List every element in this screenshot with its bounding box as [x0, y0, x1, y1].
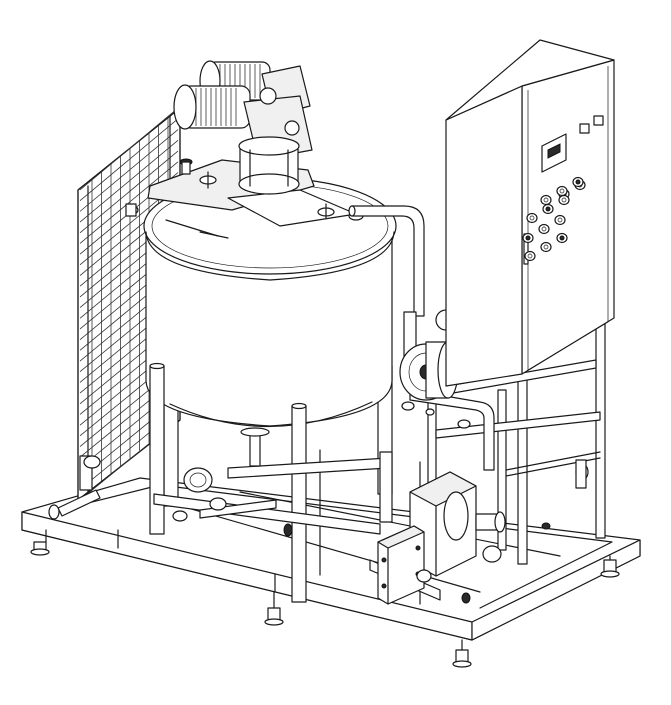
button-cap: [527, 253, 533, 259]
valves: [83, 455, 589, 604]
cabinet-push-button: [558, 194, 570, 206]
lid-fittings: [125, 158, 364, 221]
button-cap: [557, 217, 563, 223]
button-cap: [561, 197, 567, 203]
button-cap: [559, 235, 565, 241]
button-cap: [545, 206, 551, 212]
cabinet-buttons: [522, 176, 586, 262]
skid-frame: [21, 447, 641, 668]
heat-exchanger-tube: [79, 129, 179, 212]
heat-exchanger-tube: [79, 161, 179, 244]
button-cap: [575, 179, 581, 185]
cabinet-push-button: [540, 241, 552, 253]
button-cap: [559, 188, 565, 194]
heat-exchanger-tube: [79, 107, 179, 191]
agitator-motor-gearbox: [173, 60, 313, 195]
button-cap: [543, 197, 549, 203]
heat-exchanger-tube: [79, 150, 179, 234]
lobe-pump: [377, 471, 506, 605]
cabinet-push-button: [556, 185, 568, 197]
heat-exchanger-tube: [79, 139, 179, 223]
cabinet-push-button: [554, 214, 566, 226]
cabinet-stand: [427, 317, 606, 565]
button-cap: [529, 215, 535, 221]
button-cap: [543, 244, 549, 250]
cabinet-push-button: [538, 223, 550, 235]
cabinet-push-button: [540, 194, 552, 206]
control-cabinet: [445, 39, 615, 387]
button-cap: [541, 226, 547, 232]
cabinet-push-button: [526, 212, 538, 224]
button-cap: [525, 235, 531, 241]
heat-exchanger-tube: [79, 118, 179, 201]
cabinet-push-button: [524, 250, 536, 262]
